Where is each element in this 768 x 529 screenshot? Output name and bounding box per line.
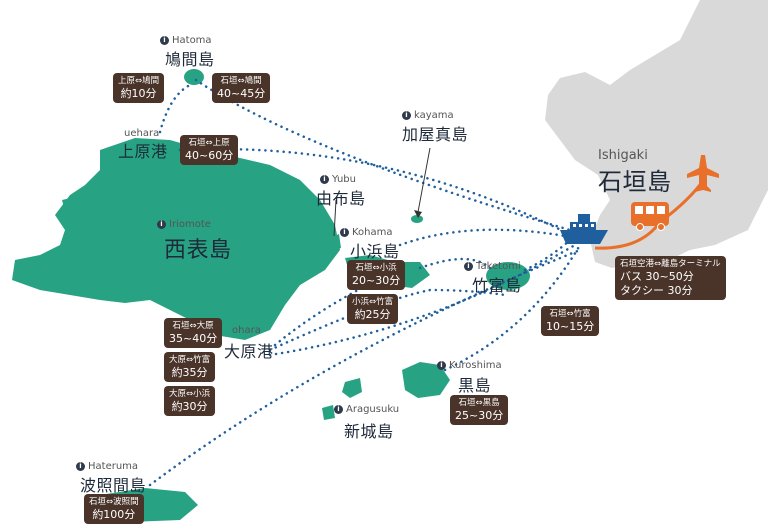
kayama-pointer: [417, 147, 431, 213]
route-box-kohama-taketomi: 小浜⇔竹富約25分: [347, 294, 399, 324]
route-ishigaki-kohama: [398, 228, 567, 247]
info-icon: i: [160, 36, 169, 45]
route-kohama-taketomi: [418, 257, 492, 270]
route-uehara-hatoma: [158, 83, 192, 134]
kohama-name: 小浜島: [350, 242, 400, 261]
uehara-romaji: uehara: [124, 128, 160, 139]
kuroshima-island-shape: [402, 362, 450, 398]
ishigaki-island-shape: [545, 0, 768, 268]
taketomi-name: 竹富島: [472, 276, 522, 295]
info-icon: i: [320, 175, 329, 184]
uehara-name: 上原港: [118, 142, 168, 161]
ohara-romaji: ohara: [232, 325, 261, 336]
yubu-pointer: [333, 199, 337, 237]
kayama-island-shape: [411, 215, 423, 223]
info-icon: i: [437, 361, 446, 370]
iriomote-name: 西表島: [164, 238, 232, 263]
kuroshima-name: 黒島: [458, 376, 492, 395]
route-box-uehara-hatoma: 上原⇔鳩間約10分: [113, 73, 165, 103]
ohara-name: 大原港: [224, 342, 274, 361]
taketomi-island-shape: [486, 262, 530, 290]
bus-icon: [631, 202, 669, 231]
airport-access-box: 石垣空港⇔離島ターミナルバス 30~50分タクシー 30分: [615, 256, 726, 300]
hatoma-island-shape: [184, 69, 204, 85]
yubu-name: 由布島: [316, 189, 366, 208]
hatoma-name: 鳩間島: [165, 50, 215, 69]
info-icon: i: [76, 462, 85, 471]
ferry-icon: [560, 214, 608, 244]
kayama-name: 加屋真島: [402, 125, 469, 144]
info-icon: i: [334, 405, 343, 414]
route-ohara-taketomi: [268, 288, 507, 352]
route-box-ohara-kohama: 大原⇔小浜約30分: [164, 386, 216, 416]
ishigaki-romaji: Ishigaki: [598, 148, 648, 163]
route-box-ohara-taketomi: 大原⇔竹富約35分: [164, 352, 216, 382]
info-icon: i: [340, 228, 349, 237]
info-icon: i: [464, 262, 473, 271]
info-icon: i: [157, 220, 166, 229]
route-ishigaki-taketomi: [523, 238, 572, 272]
aragusuku-islet-2: [322, 405, 335, 420]
route-box-ishigaki-hateruma: 石垣⇔波照間約100分: [84, 494, 144, 524]
hateruma-name: 波照間島: [80, 476, 147, 495]
route-ishigaki-kuroshima: [443, 243, 582, 372]
ishigaki-name: 石垣島: [598, 168, 672, 196]
route-ohara-ishigaki: [268, 243, 577, 357]
aragusuku-name: 新城島: [344, 422, 394, 441]
info-icon: i: [402, 111, 411, 120]
iriomote-island-shape: [12, 138, 340, 340]
airplane-icon: [687, 155, 719, 192]
yubu-island-shape: [331, 234, 341, 250]
uehara-islet: [178, 160, 198, 180]
iriomote-islet-1: [62, 197, 78, 214]
aragusuku-island-shape: [342, 378, 362, 398]
